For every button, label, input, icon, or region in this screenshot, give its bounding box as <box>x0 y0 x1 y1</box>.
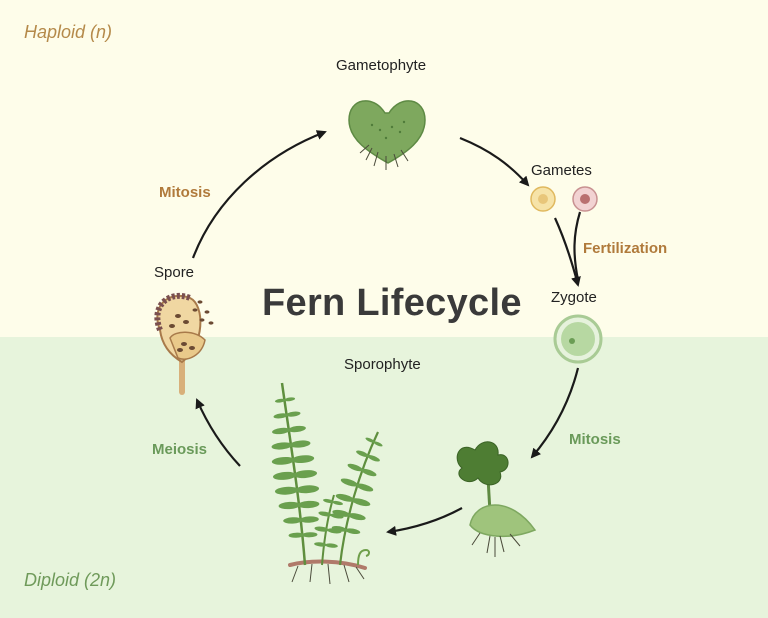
arrow-young-to-mature-sporophyte <box>386 507 463 536</box>
haploid-background <box>0 0 768 337</box>
gametophyte-illustration <box>348 100 426 170</box>
zygote-label: Zygote <box>551 289 597 306</box>
mitosis-upper-label: Mitosis <box>159 184 211 201</box>
zygote-illustration <box>553 314 603 364</box>
gametes-illustration <box>530 186 598 212</box>
arrow-gametes-merge <box>573 211 582 281</box>
mitosis-lower-label: Mitosis <box>569 431 621 448</box>
meiosis-label: Meiosis <box>152 441 208 458</box>
spore-label: Spore <box>154 264 195 281</box>
spore-illustration <box>154 292 214 395</box>
gametes-label: Gametes <box>531 162 592 179</box>
diploid-zone-label: Diploid (2n) <box>24 570 117 590</box>
arrow-sporophyte-to-spore <box>195 398 241 467</box>
arrow-spore-to-gametophyte <box>191 130 327 259</box>
sporophyte-illustration <box>271 382 384 585</box>
arrow-gametophyte-to-gametes <box>459 136 530 187</box>
fertilization-label: Fertilization <box>583 240 668 257</box>
arrow-gametes-to-zygote <box>553 217 581 287</box>
haploid-zone-label: Haploid (n) <box>24 22 113 42</box>
arrow-zygote-to-young-sporophyte <box>530 367 580 459</box>
young-sporophyte-illustration <box>456 441 537 557</box>
diagram-title: Fern Lifecycle <box>262 282 522 324</box>
sporophyte-label: Sporophyte <box>344 356 421 373</box>
gametophyte-label: Gametophyte <box>336 57 427 74</box>
diploid-background <box>0 337 768 618</box>
